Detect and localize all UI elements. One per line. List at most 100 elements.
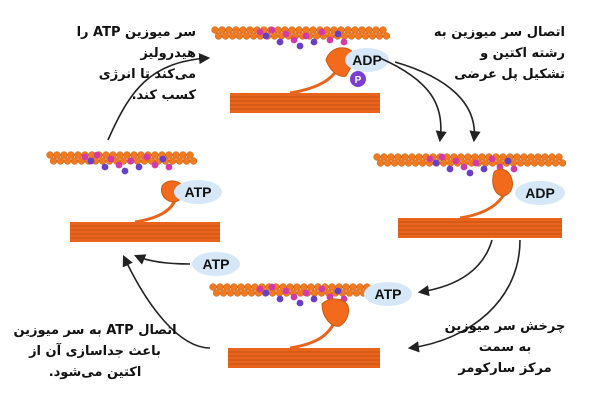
- actin-bead: [464, 153, 472, 161]
- actin-bead: [247, 289, 256, 297]
- atp-label-left: ATP: [185, 184, 212, 200]
- actin-bead: [214, 32, 223, 40]
- actin-bead: [344, 26, 352, 34]
- actin-bead: [383, 159, 392, 167]
- actin-bead: [548, 153, 556, 161]
- actin-bead: [46, 151, 54, 159]
- atp-label-bottom: ATP: [375, 286, 402, 302]
- troponin-bead: [302, 32, 310, 40]
- actin-bead: [123, 151, 131, 159]
- actin-bead: [411, 159, 420, 167]
- myosin-head-bottom: [321, 298, 349, 327]
- actin-bead: [239, 26, 247, 34]
- actin-bead: [211, 26, 219, 34]
- actin-bead: [293, 283, 301, 291]
- caption-release: اتصال ATP به سر میوزین باعث جداسازی آن ا…: [13, 323, 177, 380]
- tropomyosin-bead: [334, 287, 342, 295]
- actin-bead: [347, 32, 356, 40]
- atp-label-free: ATP: [203, 256, 230, 272]
- tropomyosin-bead: [121, 167, 129, 175]
- actin-bead: [345, 289, 354, 297]
- actin-bead: [537, 159, 546, 167]
- tropomyosin-bead: [432, 159, 440, 167]
- actin-bead: [513, 153, 521, 161]
- troponin-bead: [318, 285, 326, 293]
- actin-bead: [212, 289, 221, 297]
- actin-bead: [274, 26, 282, 34]
- myosin-filament-left: [70, 222, 220, 242]
- actin-bead: [168, 157, 177, 165]
- actin-bead: [390, 159, 399, 167]
- actin-bead: [53, 151, 61, 159]
- actin-bead: [98, 157, 107, 165]
- actin-bead: [418, 159, 427, 167]
- troponin-bead: [107, 155, 115, 163]
- actin-bead: [523, 159, 532, 167]
- actin-bead: [244, 283, 252, 291]
- arrow-left-to-top: [107, 53, 211, 141]
- troponin-bead: [426, 155, 434, 163]
- actin-bead: [516, 159, 525, 167]
- actin-bead: [481, 159, 490, 167]
- troponin-bead: [165, 163, 173, 171]
- actin-bead: [340, 32, 349, 40]
- troponin-bead: [326, 36, 334, 44]
- troponin-bead: [460, 163, 468, 171]
- actin-bead: [189, 157, 198, 165]
- actin-bead: [219, 289, 228, 297]
- actin-bead: [354, 32, 363, 40]
- troponin-bead: [127, 157, 135, 165]
- phosphate-circle: [350, 71, 366, 87]
- actin-bead: [133, 157, 142, 165]
- actin-bead: [209, 283, 217, 291]
- actin-bead: [228, 32, 237, 40]
- actin-bead: [295, 26, 303, 34]
- myosin-head-right: [492, 168, 513, 197]
- actin-bead: [328, 283, 336, 291]
- actin-bead: [300, 283, 308, 291]
- troponin-bead: [282, 287, 290, 295]
- thick-filament-body: [228, 348, 380, 368]
- arrow-right-to-bottom-a: [417, 239, 493, 297]
- troponin-bead: [290, 293, 298, 301]
- tropomyosin-bead: [262, 32, 270, 40]
- actin-bead: [130, 151, 138, 159]
- regulatory-proteins-left: [81, 151, 173, 175]
- actin-bead: [555, 153, 563, 161]
- troponin-bead: [340, 38, 348, 46]
- actin-bead: [151, 151, 159, 159]
- troponin-bead: [256, 28, 264, 36]
- adp-bubble-top: [345, 48, 389, 72]
- thick-filament-body: [230, 93, 380, 113]
- actin-bead: [70, 157, 79, 165]
- actin-bead: [221, 32, 230, 40]
- actin-bead: [375, 32, 384, 40]
- tropomyosin-bead: [87, 157, 95, 165]
- actin-bead: [270, 32, 279, 40]
- troponin-bead: [510, 165, 518, 173]
- actin-bead: [288, 26, 296, 34]
- actin-bead: [351, 26, 359, 34]
- state-right: ADP: [373, 153, 567, 238]
- actin-bead: [372, 26, 380, 34]
- actin-bead: [60, 151, 68, 159]
- caption-power-stroke: چرخش سر میوزین به سمت مرکز سارکومر: [444, 319, 566, 376]
- actin-filament-right: [373, 153, 567, 167]
- tropomyosin-bead: [334, 30, 342, 38]
- actin-bead: [534, 153, 542, 161]
- arrow-right-to-bottom-b: [407, 239, 521, 353]
- actin-filament-left: [46, 151, 198, 165]
- actin-bead: [310, 289, 319, 297]
- tropomyosin-bead: [446, 165, 454, 173]
- actin-bead: [67, 151, 75, 159]
- actin-bead: [226, 289, 235, 297]
- actin-bead: [268, 289, 277, 297]
- actin-bead: [408, 153, 416, 161]
- actin-filament-top: [211, 26, 391, 40]
- actin-bead: [302, 26, 310, 34]
- actin-bead: [349, 283, 357, 291]
- tropomyosin-bead: [262, 289, 270, 297]
- myosin-filament-right: [398, 218, 562, 238]
- actin-bead: [358, 26, 366, 34]
- caption-hydrolysis: سر میوزین ATP را هیدرولیز می‌کند تا انرژ…: [76, 25, 196, 103]
